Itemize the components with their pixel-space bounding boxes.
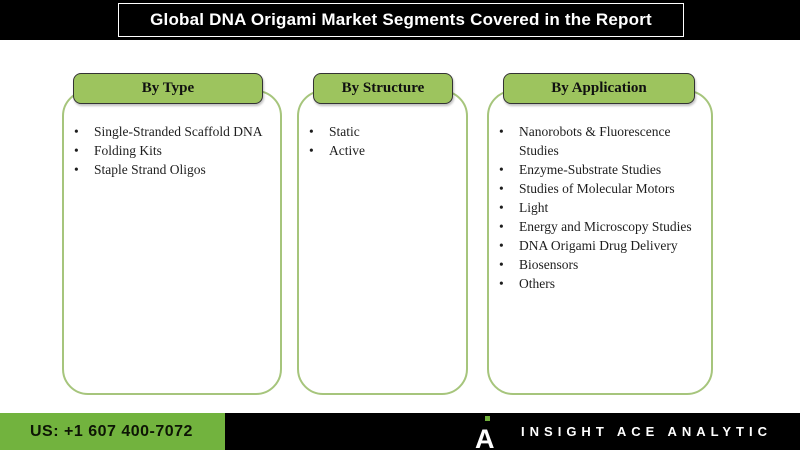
phone-number: US: +1 607 400-7072: [30, 422, 193, 440]
list-item: Others: [495, 274, 703, 293]
list-item: Static: [305, 122, 458, 141]
brand-logo-icon: A: [475, 415, 505, 450]
card-title: By Type: [141, 80, 195, 96]
list-item: Energy and Microscopy Studies: [495, 217, 703, 236]
page-title: Global DNA Origami Market Segments Cover…: [150, 10, 652, 29]
card-by-application: By Application Nanorobots & Fluorescence…: [487, 73, 713, 395]
list-item: Enzyme-Substrate Studies: [495, 160, 703, 179]
logo-letter: A: [475, 423, 495, 450]
card-header-by-application: By Application: [503, 73, 695, 104]
card-header-by-type: By Type: [73, 73, 263, 104]
list-item: Active: [305, 141, 458, 160]
phone-badge: US: +1 607 400-7072: [0, 413, 225, 450]
card-title: By Structure: [341, 80, 425, 96]
card-by-type: By Type Single-Stranded Scaffold DNA Fol…: [62, 73, 282, 395]
list-item: Staple Strand Oligos: [70, 160, 272, 179]
by-type-list: Single-Stranded Scaffold DNA Folding Kit…: [64, 122, 280, 179]
title-bar: Global DNA Origami Market Segments Cover…: [0, 0, 800, 40]
list-item: Studies of Molecular Motors: [495, 179, 703, 198]
by-application-list: Nanorobots & Fluorescence Studies Enzyme…: [489, 122, 711, 293]
list-item: Single-Stranded Scaffold DNA: [70, 122, 272, 141]
by-structure-list: Static Active: [299, 122, 466, 160]
list-item: Nanorobots & Fluorescence Studies: [495, 122, 703, 160]
footer-bar: US: +1 607 400-7072 A INSIGHT ACE ANALYT…: [0, 413, 800, 450]
list-item: Biosensors: [495, 255, 703, 274]
logo-green-dot-icon: [485, 415, 491, 421]
brand-area: A INSIGHT ACE ANALYTIC: [475, 413, 772, 450]
list-item: DNA Origami Drug Delivery: [495, 236, 703, 255]
list-item: Folding Kits: [70, 141, 272, 160]
card-title: By Application: [551, 80, 647, 96]
card-header-by-structure: By Structure: [313, 73, 453, 104]
card-by-structure: By Structure Static Active: [297, 73, 468, 395]
title-box: Global DNA Origami Market Segments Cover…: [118, 3, 684, 37]
brand-name: INSIGHT ACE ANALYTIC: [521, 424, 772, 439]
list-item: Light: [495, 198, 703, 217]
